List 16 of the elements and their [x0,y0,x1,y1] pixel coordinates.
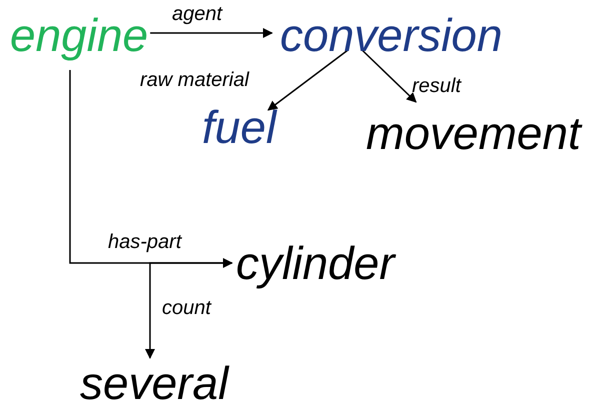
edge-label: raw material [140,70,249,90]
edge-label: result [412,76,461,96]
arrow [267,49,348,111]
arrow [69,70,233,268]
concept-word: conversion [280,12,502,58]
arrow [150,28,273,38]
edge-label: count [162,298,211,318]
concept-word: several [80,360,228,406]
edge-label: agent [172,4,222,24]
edge-label: has-part [108,232,182,252]
arrow [361,49,417,103]
concept-word: movement [366,110,581,156]
concept-word: engine [10,12,148,58]
concept-word: fuel [202,104,276,150]
concept-word: cylinder [236,240,395,286]
arrow [145,262,232,359]
